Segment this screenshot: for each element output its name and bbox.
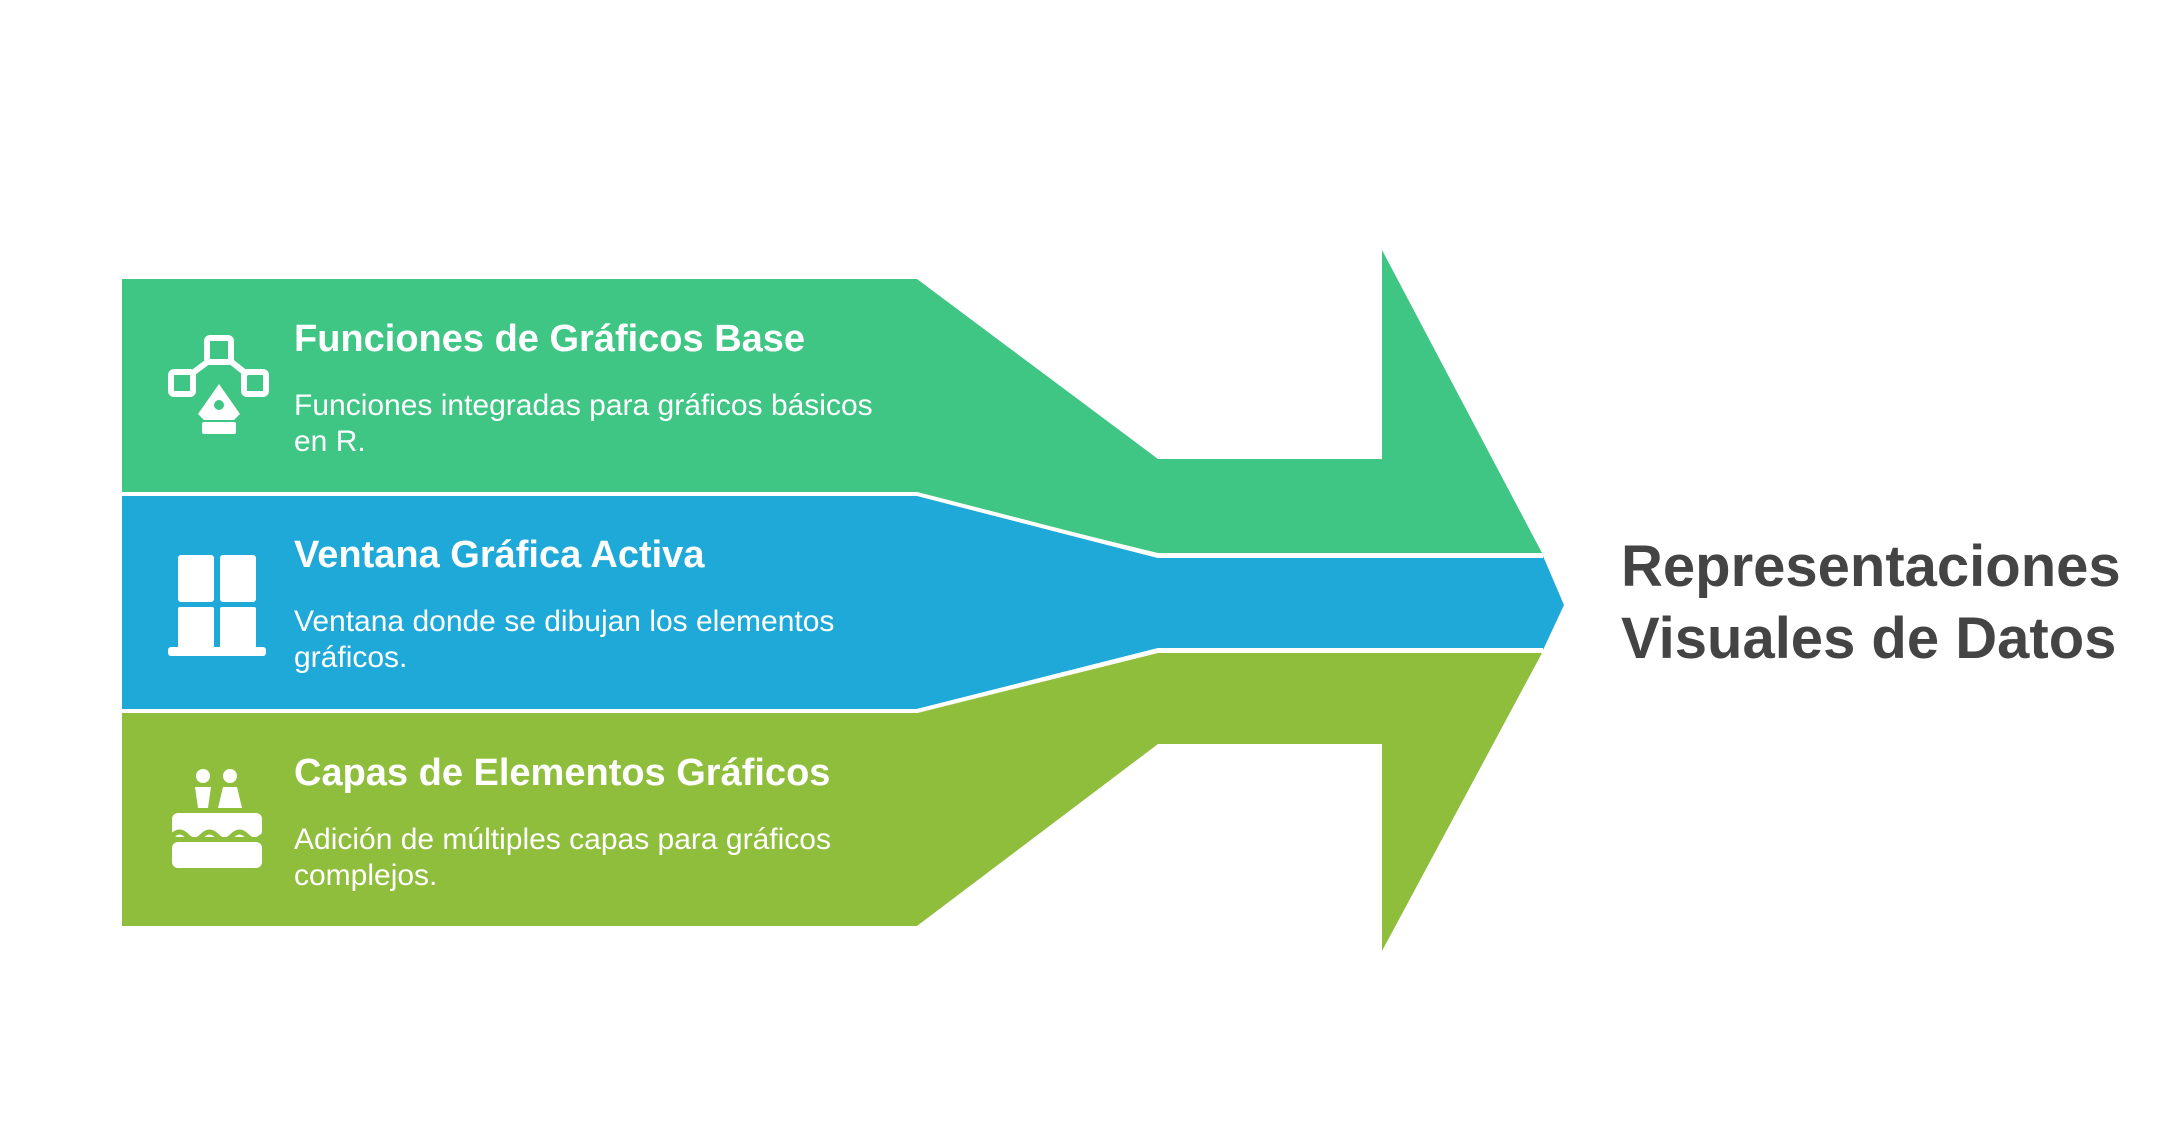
layer-cake-icon xyxy=(170,769,264,868)
band-2-desc-line2: gráficos. xyxy=(294,641,407,674)
window-icon xyxy=(168,555,266,656)
band-1-title: Funciones de Gráficos Base xyxy=(294,318,805,360)
band-green-shape xyxy=(122,250,1542,553)
band-2-desc-line1: Ventana donde se dibujan los elementos xyxy=(294,605,834,638)
band-3-desc-line1: Adición de múltiples capas para gráficos xyxy=(294,823,831,856)
band-3: Capas de Elementos Gráficos Adición de m… xyxy=(170,752,831,892)
result-line2: Visuales de Datos xyxy=(1621,606,2116,671)
band-2: Ventana Gráfica Activa Ventana donde se … xyxy=(168,534,834,674)
band-3-desc-line2: complejos. xyxy=(294,859,437,892)
band-1-desc-line1: Funciones integradas para gráficos básic… xyxy=(294,389,873,422)
band-blue-shape xyxy=(122,494,1564,710)
band-1-desc-line2: en R. xyxy=(294,425,366,458)
separator-top xyxy=(122,492,1543,558)
band-olive-shape xyxy=(122,653,1542,951)
result-label: Representaciones Visuales de Datos xyxy=(1621,534,2121,671)
pen-tool-icon xyxy=(168,335,269,434)
separator-bottom xyxy=(122,648,1543,713)
band-1: Funciones de Gráficos Base Funciones int… xyxy=(168,318,873,458)
band-3-title: Capas de Elementos Gráficos xyxy=(294,752,830,794)
band-2-title: Ventana Gráfica Activa xyxy=(294,534,705,576)
result-line1: Representaciones xyxy=(1621,534,2121,599)
